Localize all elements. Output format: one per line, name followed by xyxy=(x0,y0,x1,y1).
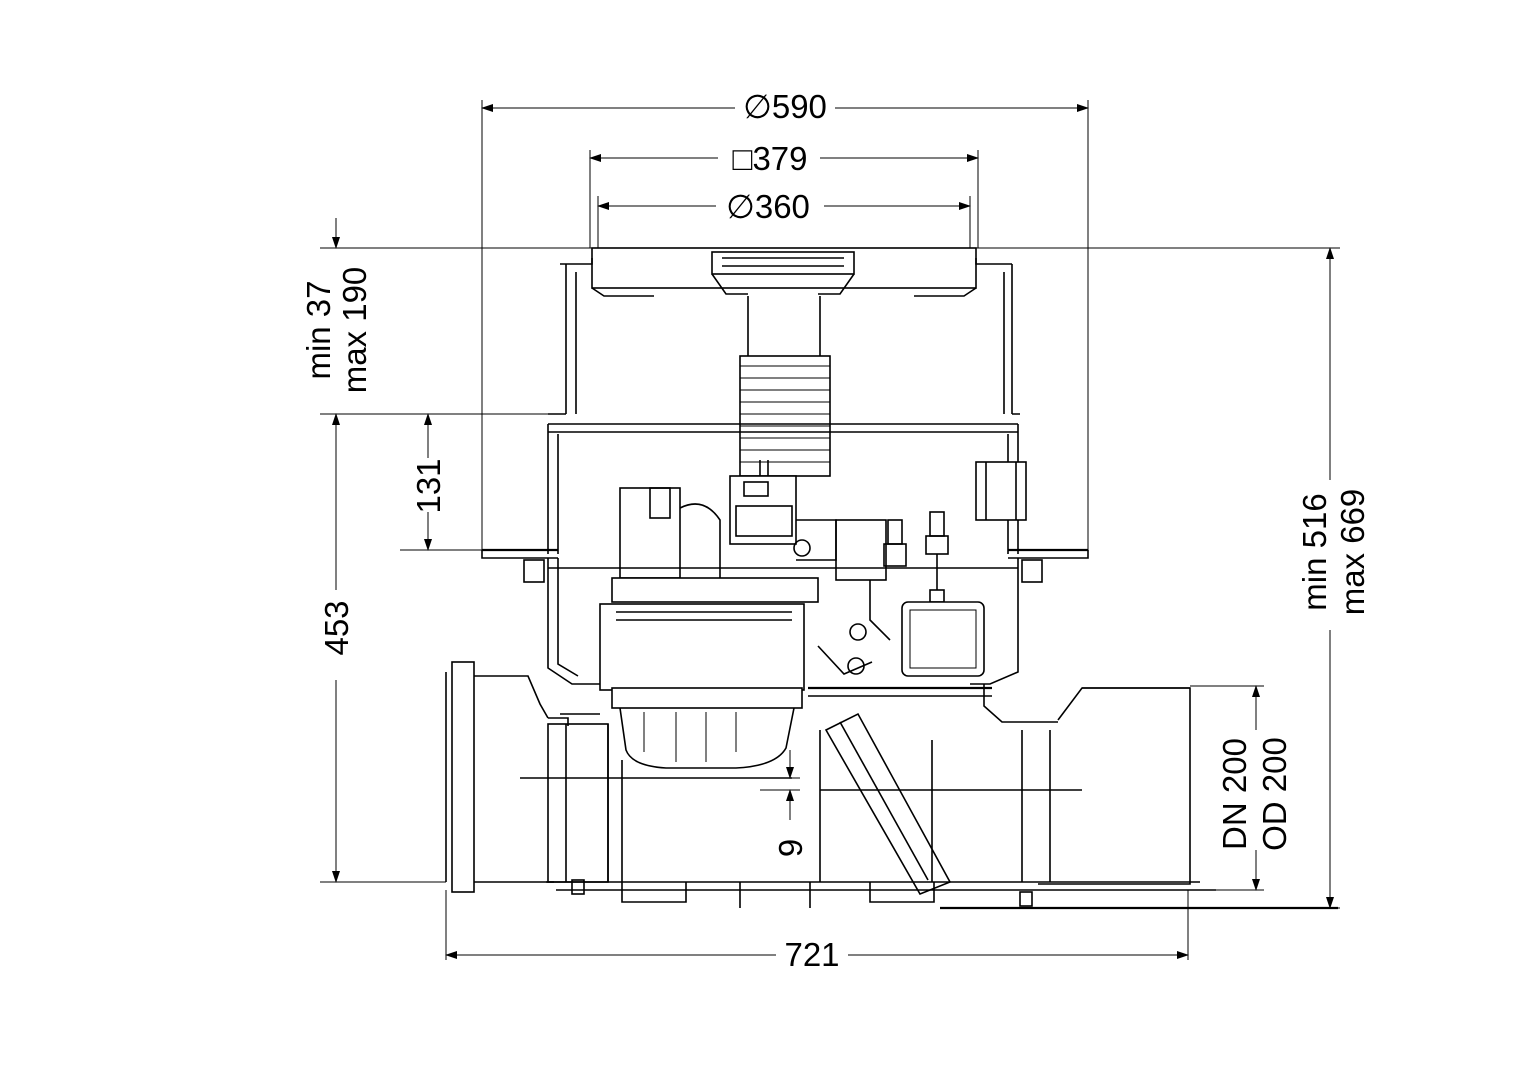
dim-water-seal-9: 9 xyxy=(772,750,809,857)
water-seal: 9 xyxy=(772,839,809,857)
drain-body xyxy=(445,247,1338,910)
dim-total-height: min 516 max 669 xyxy=(1296,247,1371,909)
dim-cover-depth: min 37 max 190 xyxy=(300,218,373,393)
diameter-symbol: ∅ xyxy=(726,188,755,225)
upper-shaft xyxy=(547,413,1027,554)
dim-body-height-453: 453 xyxy=(318,413,355,883)
lower-housing xyxy=(547,558,1019,685)
cover-grating xyxy=(560,247,1013,414)
square-symbol: □ xyxy=(733,140,753,177)
dim-pipe-size: DN 200 OD 200 xyxy=(1216,685,1293,891)
pipe-od: OD 200 xyxy=(1256,737,1293,851)
body-height: 453 xyxy=(318,600,355,655)
actuator xyxy=(729,460,887,581)
pipe-dn: DN 200 xyxy=(1216,738,1253,850)
dim-diameter-360: ∅360 xyxy=(597,188,971,225)
dim-value: 590 xyxy=(772,88,827,125)
dim-upper-height-131: 131 xyxy=(410,413,447,551)
cover-depth-max: max 190 xyxy=(336,267,373,394)
dim-value: 360 xyxy=(755,188,810,225)
dim-square-379: □379 xyxy=(589,140,979,177)
pipe xyxy=(445,661,1338,910)
riser-tube xyxy=(739,296,831,477)
dim-value: 379 xyxy=(752,140,807,177)
dim-diameter-590: ∅590 xyxy=(481,88,1089,125)
total-height-max: max 669 xyxy=(1334,489,1371,616)
svg-text:∅360: ∅360 xyxy=(726,188,810,225)
extension-lines xyxy=(320,100,1340,960)
cover-depth-min: min 37 xyxy=(300,280,337,379)
total-length: 721 xyxy=(784,936,839,973)
housing-floor xyxy=(808,684,1058,723)
control-box xyxy=(817,580,985,677)
flange-ring xyxy=(481,548,1089,583)
total-height-min: min 516 xyxy=(1296,493,1333,610)
svg-text:∅590: ∅590 xyxy=(743,88,827,125)
sensors xyxy=(883,511,949,603)
svg-text:□379: □379 xyxy=(733,140,808,177)
dim-total-length-721: 721 xyxy=(445,936,1189,973)
backflow-mechanism xyxy=(599,487,819,769)
upper-height: 131 xyxy=(410,458,447,513)
diameter-symbol: ∅ xyxy=(743,88,772,125)
